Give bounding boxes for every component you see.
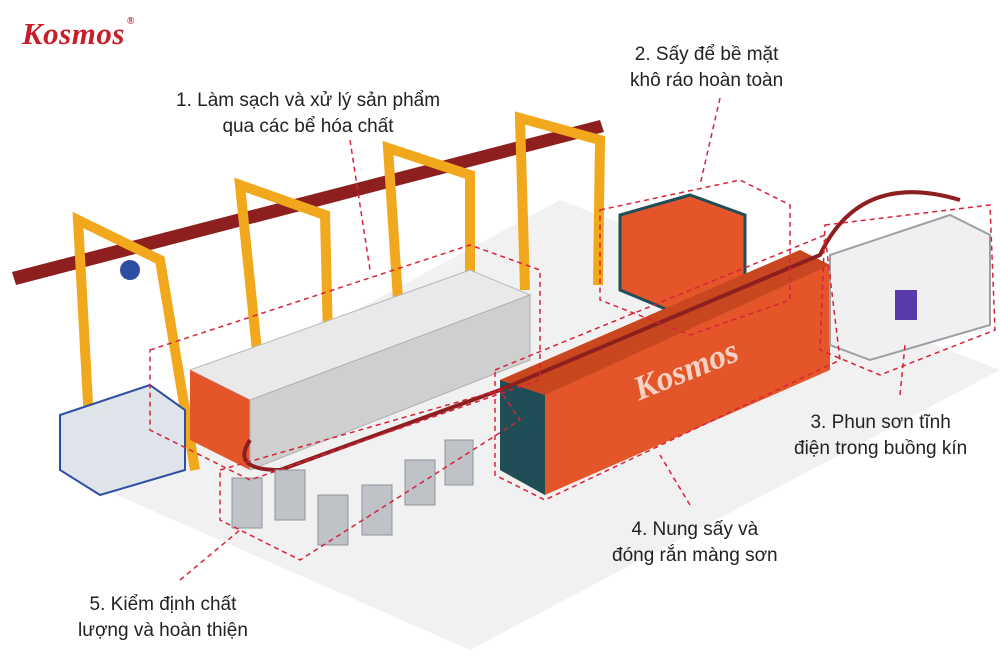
crane-frames (72, 111, 606, 471)
booth-operator (895, 290, 917, 320)
step-1-line-2: qua các bể hóa chất (222, 116, 394, 137)
step-5-label: 5. Kiểm định chất lượng và hoàn thiện (78, 592, 248, 644)
callout-outlines (149, 97, 996, 581)
step-3-line-2: điện trong buồng kín (794, 438, 968, 459)
step-1-label: 1. Làm sạch và xử lý sản phẩm qua các bể… (176, 88, 440, 140)
step-4-line-1: 4. Nung sấy và (631, 519, 759, 540)
step-3-line-1: 3. Phun sơn tĩnh (810, 412, 951, 433)
spray-booth (829, 213, 991, 362)
crane-hoist (120, 260, 140, 280)
registered-mark: ® (126, 16, 135, 27)
step-1-line-1: 1. Làm sạch và xử lý sản phẩm (176, 90, 441, 111)
conveyor-loop (242, 190, 961, 473)
step-4-label: 4. Nung sấy và đóng rắn màng sơn (612, 517, 778, 569)
chemical-tanks-side (249, 294, 531, 471)
step-2-label: 2. Sấy để bề mặt khô ráo hoàn toàn (630, 42, 783, 94)
step-2-line-2: khô ráo hoàn toàn (630, 70, 784, 91)
chemical-tank-front (190, 370, 250, 470)
step-4-line-2: đóng rắn màng sơn (612, 545, 778, 566)
curing-oven (500, 250, 830, 495)
overhead-rail (12, 120, 604, 285)
step-5-line-1: 5. Kiểm định chất (89, 594, 237, 615)
curing-oven-end (500, 380, 545, 495)
logo-text: Kosmos (22, 16, 125, 51)
step-3-label: 3. Phun sơn tĩnh điện trong buồng kín (794, 410, 967, 462)
hanging-parts (231, 439, 474, 546)
step-5-line-2: lượng và hoàn thiện (78, 620, 248, 641)
step-2-line-1: 2. Sấy để bề mặt (634, 44, 779, 65)
kosmos-logo: Kosmos® (22, 16, 135, 52)
